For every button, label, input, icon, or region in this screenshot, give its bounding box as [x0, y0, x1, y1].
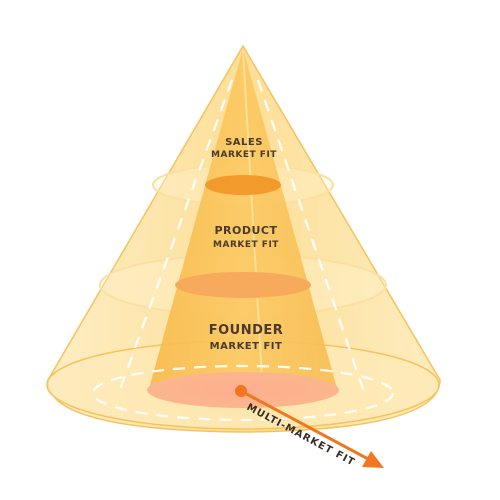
arrow-shaft [240, 389, 371, 462]
sales-disc [205, 175, 281, 195]
layer-label-sales: SALES MARKET FIT [211, 137, 277, 160]
founder-label-line2: MARKET FIT [210, 341, 283, 352]
layer-label-product: PRODUCT MARKET FIT [213, 224, 279, 250]
sales-label-line1: SALES [225, 137, 263, 148]
product-disc [175, 272, 311, 298]
dashed-guides [91, 79, 395, 422]
founder-label-line1: FOUNDER [209, 323, 284, 338]
arrow-head-icon [362, 451, 384, 468]
product-label-line2: MARKET FIT [213, 240, 279, 250]
layer-label-founder: FOUNDER MARKET FIT [209, 323, 284, 352]
product-label-line1: PRODUCT [214, 224, 277, 237]
sales-label-line2: MARKET FIT [211, 150, 277, 160]
inner-cone [150, 48, 336, 395]
inner-cone-highlight [242, 49, 263, 379]
inner-cone-body [150, 48, 336, 395]
